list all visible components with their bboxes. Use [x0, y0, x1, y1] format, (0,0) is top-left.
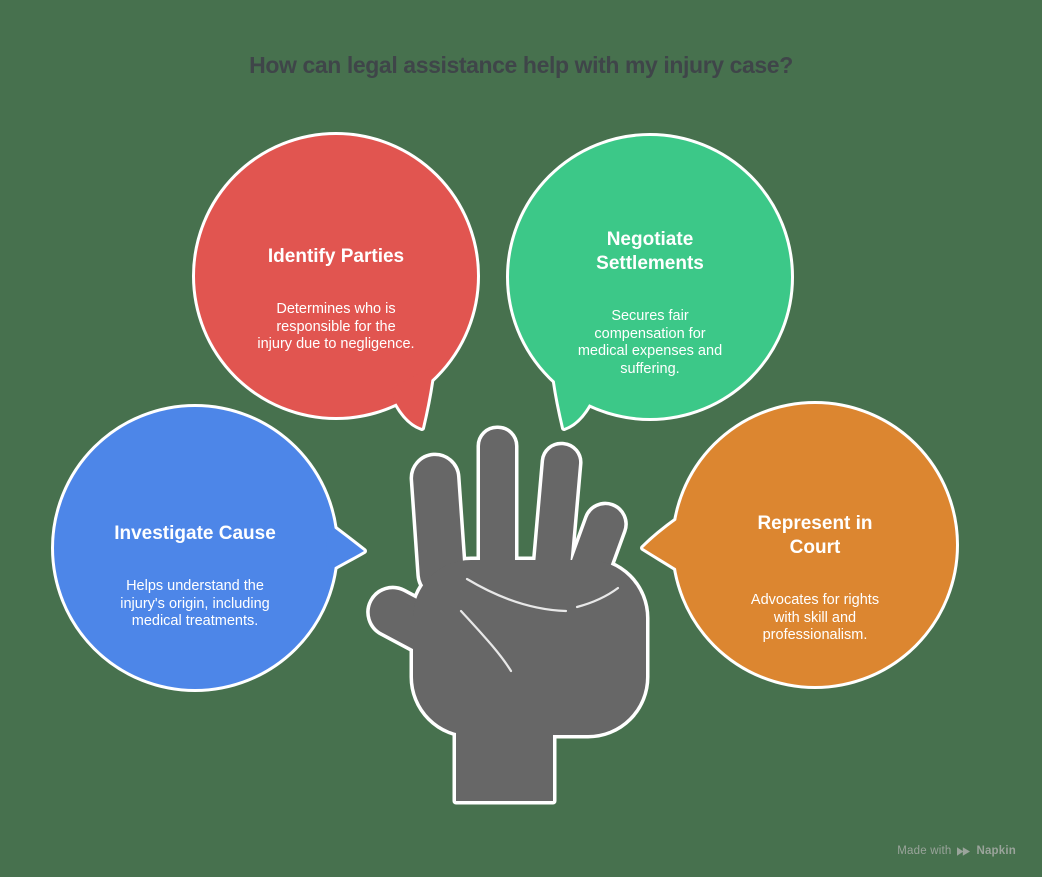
bubble-title-identify-parties: Identify Parties — [267, 246, 405, 267]
bubble-body-identify-parties: Determines who is responsible for the in… — [257, 301, 415, 352]
bubble-negotiate-settlements: Negotiate Settlements Secures fair compe… — [530, 210, 770, 396]
palm-crease-lines — [459, 577, 620, 673]
bubble-investigate-cause: Investigate Cause Helps understand the i… — [70, 504, 320, 649]
watermark: Made with Napkin — [897, 845, 1016, 857]
napkin-logo-icon — [957, 846, 971, 856]
bubble-body-investigate-cause: Helps understand the injury's origin, in… — [120, 578, 270, 629]
bubble-identify-parties: Identify Parties Determines who is respo… — [216, 227, 456, 372]
watermark-made-with-label: Made with — [897, 845, 952, 857]
bubble-title-negotiate-settlements: Negotiate Settlements — [596, 229, 704, 274]
bubble-represent-in-court: Represent in Court Advocates for rights … — [695, 494, 935, 663]
bubble-title-represent-in-court: Represent in Court — [757, 513, 873, 558]
hand-icon — [362, 429, 646, 801]
bubble-body-represent-in-court: Advocates for rights with skill and prof… — [750, 592, 880, 643]
bubble-body-negotiate-settlements: Secures fair compensation for medical ex… — [577, 308, 723, 377]
watermark-brand-label: Napkin — [976, 845, 1016, 857]
bubble-title-investigate-cause: Investigate Cause — [114, 523, 276, 544]
page-title: How can legal assistance help with my in… — [249, 52, 793, 78]
